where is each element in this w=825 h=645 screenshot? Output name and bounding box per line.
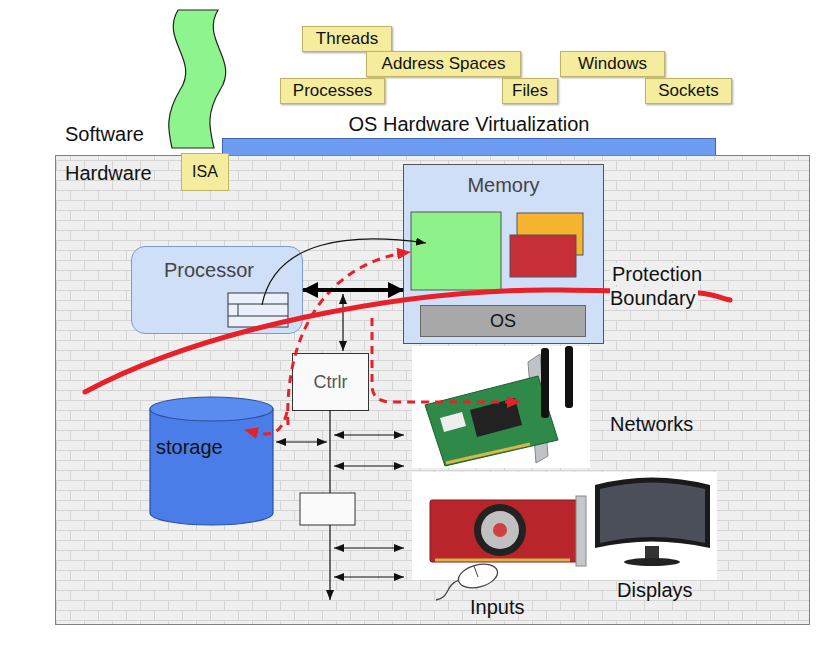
mouse-cord — [436, 580, 459, 600]
note-text: Files — [512, 79, 548, 103]
sticker — [440, 412, 466, 432]
register-icon — [228, 293, 288, 327]
boundary-label: Protection Boundary — [610, 263, 702, 309]
sticky-note: Files — [502, 78, 558, 104]
bus-bridge — [300, 493, 355, 525]
label-holder: Software — [65, 122, 144, 146]
label-holder: Displays — [617, 578, 693, 602]
controller-link — [342, 294, 343, 351]
access-paths — [245, 252, 520, 434]
dashed-arrow — [245, 412, 287, 434]
cylinder-top — [150, 397, 273, 421]
bus-arrow — [303, 288, 403, 292]
note-text: Threads — [316, 27, 378, 51]
label-holder: Protection Boundary — [610, 262, 730, 310]
memory-block — [411, 212, 501, 290]
bus-arrow — [276, 441, 327, 442]
antenna — [565, 346, 573, 408]
device-label: Inputs — [470, 595, 524, 619]
mouse-body — [456, 560, 500, 592]
bus-arrow — [334, 465, 404, 466]
card-fan — [474, 504, 526, 556]
hardware-region: Hardware ISA MemoryOS ProcessorCtrlr storage — [55, 155, 810, 625]
bus-arrow — [334, 576, 404, 577]
processor-box: Processor — [131, 246, 303, 334]
os-region: OS — [420, 305, 586, 337]
software-scroll — [169, 10, 226, 148]
note-text: Address Spaces — [382, 52, 506, 76]
antenna — [541, 348, 549, 418]
gold-contacts — [446, 444, 530, 463]
brick-wall — [55, 155, 810, 625]
layer-label: Software — [65, 122, 144, 146]
memory-contents — [411, 212, 583, 290]
cylinder-outline — [149, 396, 274, 526]
picture-ground — [412, 346, 590, 468]
box-title: Memory — [467, 174, 539, 197]
isa-tag: ISA — [181, 153, 229, 191]
network-card — [412, 346, 590, 468]
monitor-base — [624, 558, 680, 566]
device-label: Displays — [617, 578, 693, 602]
cylinder-body — [150, 409, 273, 525]
card-fan — [481, 511, 519, 549]
register-frame — [228, 293, 288, 327]
region-title: Hardware — [65, 162, 152, 185]
memory-box: MemoryOS — [403, 164, 604, 344]
pointer-arrow — [262, 239, 426, 305]
sticky-note: Threads — [302, 26, 392, 52]
sticky-note: Windows — [560, 51, 665, 77]
memory-block — [517, 213, 583, 255]
device-label: Networks — [610, 412, 693, 436]
bus-arrow — [334, 547, 404, 548]
bus-wire — [329, 525, 330, 600]
edge-layer — [303, 290, 403, 291]
sticky-note: Sockets — [645, 78, 732, 104]
note-text: Processes — [293, 79, 372, 103]
box-title: Ctrlr — [314, 354, 348, 410]
bus-wire — [329, 410, 330, 493]
dashed-arrow — [372, 318, 520, 402]
card-fan — [493, 523, 507, 537]
label-holder: Networks — [610, 412, 693, 436]
sticky-note: Processes — [280, 78, 385, 104]
picture-ground — [412, 472, 717, 580]
gold-contacts — [435, 559, 570, 562]
monitor — [595, 478, 710, 549]
io-bus — [276, 410, 404, 600]
card-bracket — [576, 496, 586, 566]
virtualization-bar: OS Hardware Virtualization — [222, 138, 716, 156]
mouse-button — [474, 566, 478, 577]
controller-box: Ctrlr — [292, 353, 369, 411]
box-title: OS — [490, 306, 516, 336]
display-hardware — [412, 472, 717, 580]
box-title: storage — [156, 436, 223, 459]
bus-arrow — [334, 434, 404, 435]
bar-title: OS Hardware Virtualization — [223, 112, 715, 136]
circuit-board — [425, 376, 558, 466]
tag-text: ISA — [192, 154, 218, 190]
storage-cylinder: storage — [149, 396, 274, 526]
label-holder: Inputs — [470, 595, 524, 619]
monitor-screen — [600, 483, 705, 544]
note-text: Sockets — [658, 79, 718, 103]
mouse-icon — [436, 560, 500, 600]
card-bracket — [528, 354, 548, 463]
note-text: Windows — [578, 52, 647, 76]
box-title: Processor — [164, 259, 254, 282]
monitor-stand — [645, 546, 659, 559]
register-lines — [228, 304, 288, 316]
memory-block — [510, 235, 576, 277]
dashed-arrow — [288, 252, 410, 425]
sticky-note: Address Spaces — [366, 51, 521, 77]
chip — [470, 398, 522, 437]
graphics-card — [430, 500, 578, 562]
